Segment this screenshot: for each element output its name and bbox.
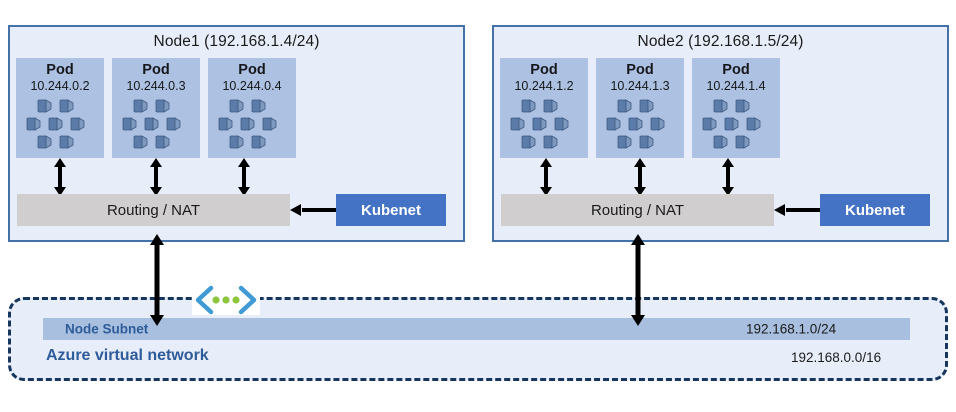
- routing-nat-label: Routing / NAT: [590, 201, 685, 219]
- pod-cluster-icon: [510, 99, 569, 149]
- azure-vnet-label: Azure virtual network: [46, 347, 209, 364]
- pod-ip: 10.244.1.4: [706, 79, 766, 93]
- pod-box-node2-3: Pod 10.244.1.4: [692, 58, 780, 158]
- pod-routing-arrow: [722, 158, 734, 196]
- pod-label: Pod: [626, 62, 654, 78]
- node1-title: Node1 (192.168.1.4/24): [153, 33, 320, 50]
- azure-vnet-cidr: 192.168.0.0/16: [791, 350, 882, 365]
- routing-nat-label: Routing / NAT: [106, 201, 201, 219]
- node-subnet-cidr: 192.168.1.0/24: [746, 321, 837, 337]
- kubenet-box-node2: Kubenet: [820, 194, 930, 226]
- pod-ip: 10.244.1.3: [610, 79, 670, 93]
- pod-ip: 10.244.1.2: [514, 79, 574, 93]
- pod-routing-arrow: [540, 158, 552, 196]
- pod-ip: 10.244.0.2: [30, 79, 90, 93]
- node2-to-subnet-arrow: [631, 234, 645, 326]
- kubenet-box-node1: Kubenet: [336, 194, 446, 226]
- pod-label: Pod: [238, 62, 266, 78]
- pod-ip: 10.244.0.4: [222, 79, 282, 93]
- pod-box-node2-1: Pod 10.244.1.2: [500, 58, 588, 158]
- pod-label: Pod: [46, 62, 74, 78]
- pod-cluster-icon: [606, 99, 665, 149]
- pod-cluster-icon: [26, 99, 85, 149]
- pod-cluster-icon: [122, 99, 181, 149]
- pod-cluster-icon: [218, 99, 277, 149]
- pod-box-node1-3: Pod 10.244.0.4: [208, 58, 296, 158]
- pod-ip: 10.244.0.3: [126, 79, 186, 93]
- routing-nat-bar-node1: Routing / NAT: [17, 194, 290, 226]
- node2-title: Node2 (192.168.1.5/24): [637, 33, 804, 50]
- pod-cluster-icon: [702, 99, 761, 149]
- kubenet-to-routing-arrow: [774, 204, 820, 216]
- pod-routing-arrow: [150, 158, 162, 196]
- pod-box-node1-2: Pod 10.244.0.3: [112, 58, 200, 158]
- pod-label: Pod: [722, 62, 750, 78]
- pod-routing-arrow: [54, 158, 66, 196]
- kubenet-to-routing-arrow: [290, 204, 336, 216]
- node-subnet-label: Node Subnet: [65, 321, 149, 337]
- node1-to-subnet-arrow: [150, 234, 164, 326]
- pod-label: Pod: [142, 62, 170, 78]
- node-subnet-bar: Node Subnet 192.168.1.0/24: [43, 318, 910, 340]
- chevron-dots-icon: [192, 285, 260, 315]
- pod-routing-arrow: [634, 158, 646, 196]
- pod-box-node1-1: Pod 10.244.0.2: [16, 58, 104, 158]
- pod-label: Pod: [530, 62, 558, 78]
- kubenet-label: Kubenet: [845, 201, 905, 219]
- kubenet-label: Kubenet: [361, 201, 421, 219]
- pod-routing-arrow: [238, 158, 250, 196]
- pod-box-node2-2: Pod 10.244.1.3: [596, 58, 684, 158]
- routing-nat-bar-node2: Routing / NAT: [501, 194, 774, 226]
